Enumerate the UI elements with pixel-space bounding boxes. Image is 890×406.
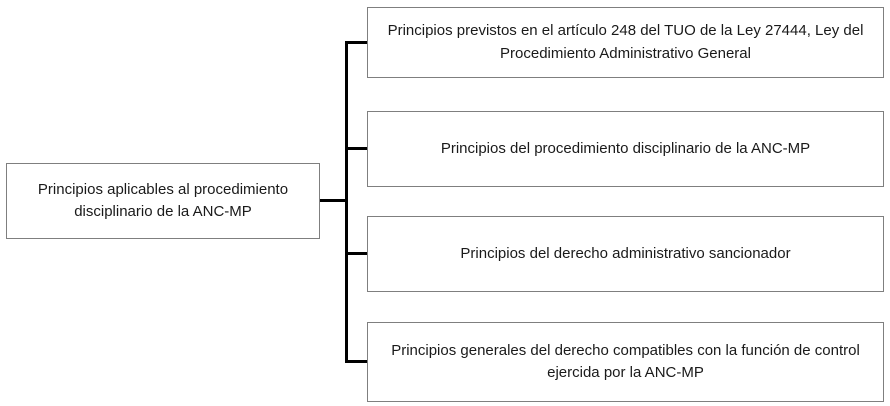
child-node-label: Principios previstos en el artículo 248 …: [387, 22, 864, 62]
connector-trunk: [345, 41, 348, 363]
child-node-label: Principios del derecho administrativo sa…: [460, 244, 791, 262]
child-node-derecho-administrativo: Principios del derecho administrativo sa…: [367, 216, 884, 292]
connector-root-to-trunk: [320, 199, 347, 202]
connector-branch-1: [345, 41, 367, 44]
child-node-procedimiento-disciplinario: Principios del procedimiento disciplinar…: [367, 111, 884, 187]
child-node-articulo-248: Principios previstos en el artículo 248 …: [367, 7, 884, 78]
connector-branch-3: [345, 252, 367, 255]
connector-branch-2: [345, 147, 367, 150]
child-node-principios-generales: Principios generales del derecho compati…: [367, 322, 884, 402]
root-node-label: Principios aplicables al procedimiento d…: [37, 180, 289, 221]
connector-branch-4: [345, 360, 367, 363]
child-node-label: Principios del procedimiento disciplinar…: [440, 139, 811, 157]
root-node-principios-aplicables: Principios aplicables al procedimiento d…: [6, 163, 320, 239]
child-node-label: Principios generales del derecho compati…: [391, 341, 860, 382]
